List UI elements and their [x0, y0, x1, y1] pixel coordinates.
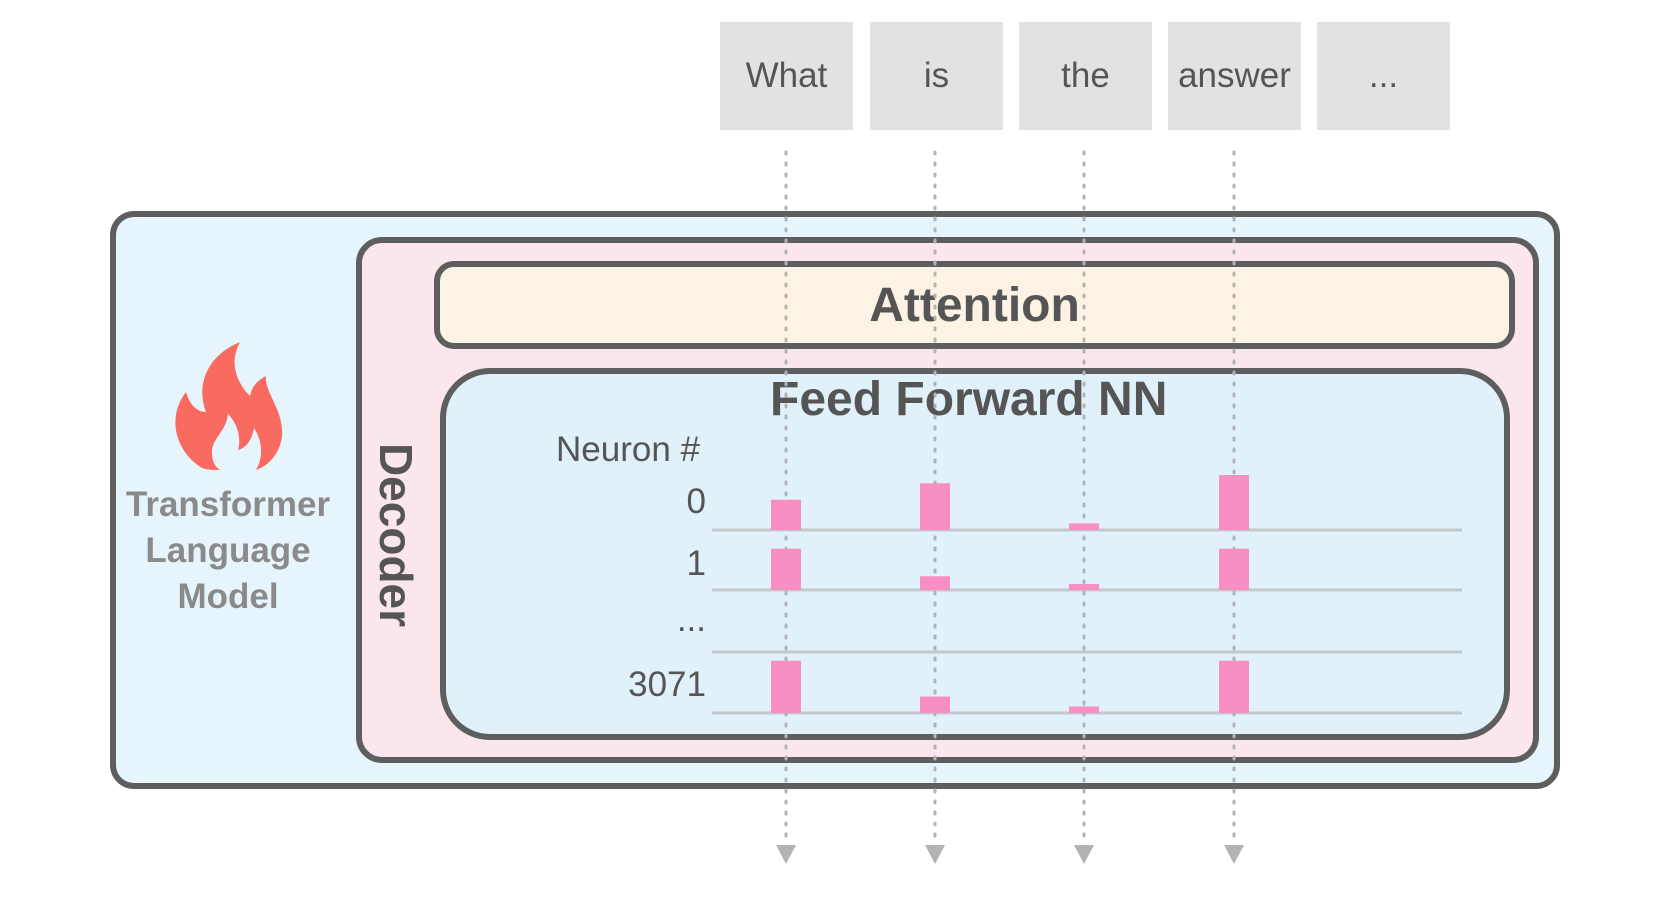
activation-bar — [771, 548, 801, 590]
arrow-down-icon — [1224, 845, 1244, 864]
attention-label: Attention — [869, 278, 1080, 332]
activation-bar — [771, 499, 801, 530]
activation-bar — [1219, 475, 1249, 530]
activation-bar — [920, 483, 950, 530]
activation-bar — [920, 696, 950, 713]
activation-bar — [1069, 584, 1099, 590]
arrow-down-icon — [925, 845, 945, 864]
attention-box: Attention — [434, 261, 1515, 349]
arrow-down-icon — [776, 845, 796, 864]
flame-icon — [175, 342, 283, 470]
neuron-row-label-0: 0 — [686, 482, 706, 521]
activation-bar — [1069, 523, 1099, 530]
model-label: Transformer Language Model — [118, 482, 338, 620]
feed-forward-label: Feed Forward NN — [770, 373, 1168, 426]
token-what: What — [720, 22, 853, 130]
neuron-row-label-1: 1 — [686, 544, 706, 583]
activation-bar — [771, 660, 801, 713]
activation-bar — [920, 576, 950, 590]
model-label-line-3: Model — [177, 577, 279, 616]
model-label-line-1: Transformer — [125, 485, 331, 524]
token-is: is — [870, 22, 1003, 130]
token-answer: answer — [1168, 22, 1301, 130]
feed-forward-box — [440, 368, 1510, 740]
activation-bar — [1069, 706, 1099, 713]
arrow-down-icon — [1074, 845, 1094, 864]
neuron-header: Neuron # — [556, 430, 700, 469]
flame-icon-shape — [175, 342, 283, 470]
activation-bar — [1219, 548, 1249, 590]
neuron-row-label-ellipsis: ... — [676, 600, 706, 639]
activation-bar — [1219, 660, 1249, 713]
token-ellipsis: ... — [1317, 22, 1450, 130]
model-label-line-2: Language — [145, 531, 311, 570]
token-the: the — [1019, 22, 1152, 130]
neuron-row-label-3071: 3071 — [628, 665, 706, 704]
